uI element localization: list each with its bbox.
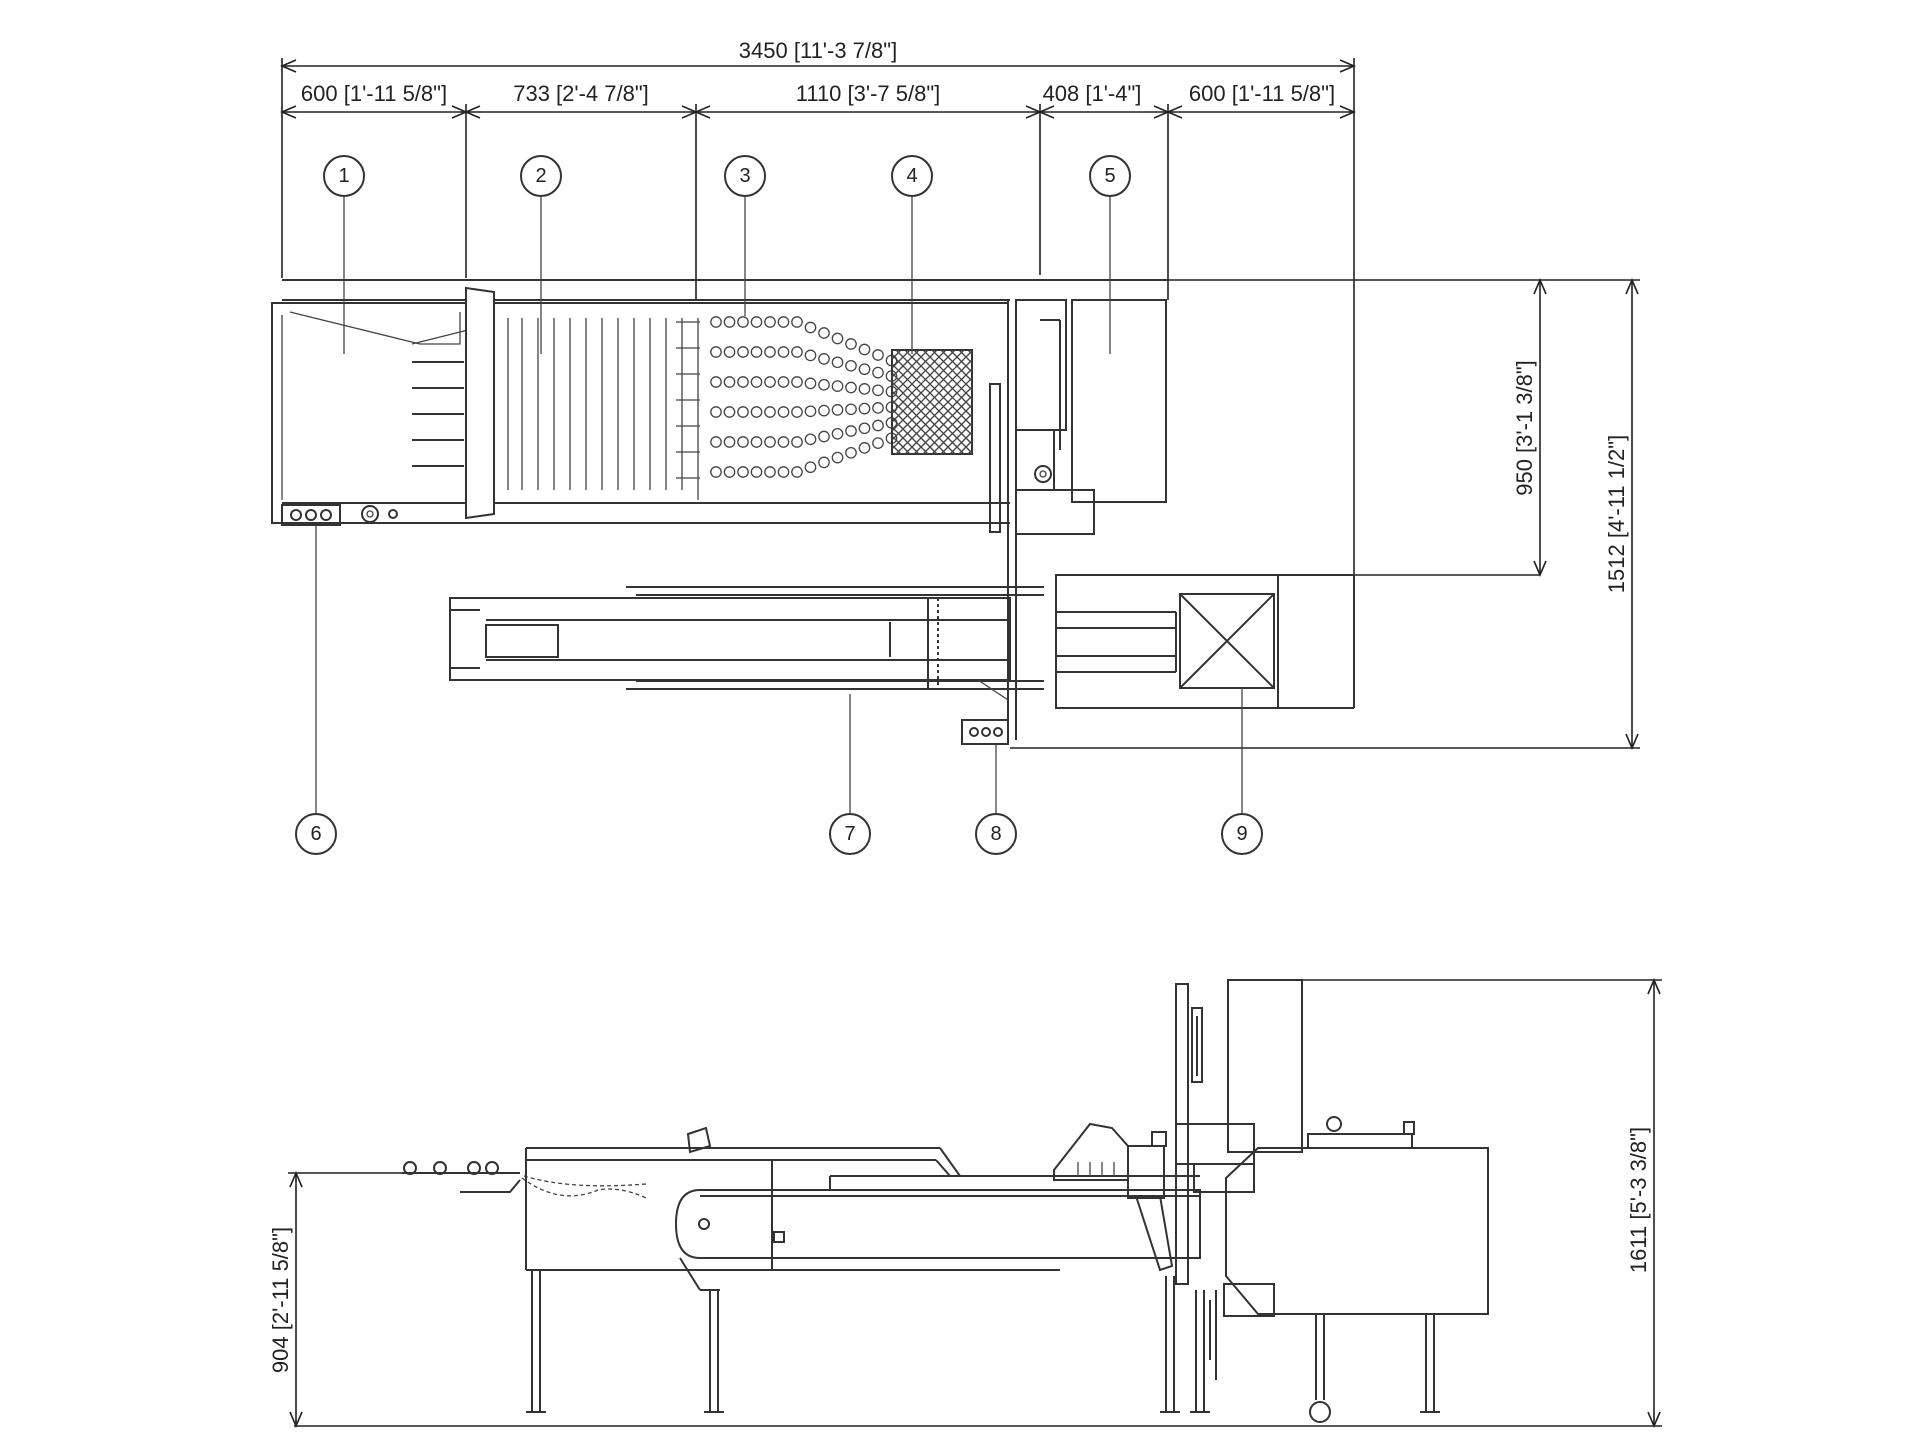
control-panel-left bbox=[281, 504, 398, 526]
segment-2-label: 733 [2'-4 7/8"] bbox=[513, 81, 649, 106]
callout-2: 2 bbox=[520, 155, 562, 197]
accumulation-grid bbox=[891, 349, 973, 455]
height-infeed-label: 904 [2'-11 5/8"] bbox=[268, 1227, 293, 1373]
callout-1: 1 bbox=[323, 155, 365, 197]
infeed-products bbox=[402, 1161, 647, 1199]
machine-legs bbox=[526, 1270, 1440, 1423]
converging-lanes bbox=[676, 321, 700, 479]
height-total-label: 1611 [5'-3 3/8"] bbox=[1626, 1127, 1651, 1273]
control-panel-right bbox=[961, 719, 1009, 745]
callout-6: 6 bbox=[295, 813, 337, 855]
top-dimension-lines bbox=[279, 58, 1357, 575]
svg-text:4: 4 bbox=[906, 165, 917, 187]
transfer-unit bbox=[989, 299, 1095, 740]
lane-dividers bbox=[507, 318, 699, 500]
overall-width-label: 3450 [11'-3 7/8"] bbox=[739, 38, 897, 63]
svg-text:8: 8 bbox=[990, 823, 1001, 845]
callout-4: 4 bbox=[891, 155, 933, 197]
case-packer bbox=[1209, 1116, 1489, 1380]
discharge-head bbox=[1053, 979, 1303, 1285]
product-rows bbox=[710, 316, 898, 478]
callout-3: 3 bbox=[724, 155, 766, 197]
callout-leaders bbox=[315, 197, 1243, 816]
machine-frame bbox=[525, 1126, 1060, 1271]
guide-plate bbox=[465, 286, 495, 520]
depth-main-label: 950 [3'-1 3/8"] bbox=[1512, 360, 1537, 496]
return-conveyor bbox=[449, 586, 1044, 701]
callout-8: 8 bbox=[975, 813, 1017, 855]
height-dimension-lines bbox=[288, 977, 1662, 1429]
case-station bbox=[1055, 574, 1355, 709]
svg-text:7: 7 bbox=[844, 823, 855, 845]
svg-text:2: 2 bbox=[535, 165, 546, 187]
svg-text:3: 3 bbox=[739, 165, 750, 187]
plan-view: 3450 [11'-3 7/8"] 600 [1'-11 5/8"] 733 [… bbox=[271, 38, 1640, 855]
depth-dimension-lines bbox=[1010, 277, 1640, 751]
side-conveyor bbox=[674, 1175, 1201, 1291]
svg-text:1: 1 bbox=[338, 165, 349, 187]
callout-5: 5 bbox=[1089, 155, 1131, 197]
svg-text:6: 6 bbox=[310, 823, 321, 845]
callout-7: 7 bbox=[829, 813, 871, 855]
segment-3-label: 1110 [3'-7 5/8"] bbox=[796, 81, 941, 106]
svg-text:9: 9 bbox=[1236, 823, 1247, 845]
main-conveyor-outline bbox=[271, 279, 1168, 524]
side-elevation-view: 904 [2'-11 5/8"] 1611 [5'-3 3/8"] bbox=[268, 977, 1662, 1429]
infeed-section bbox=[289, 311, 469, 467]
discharge-module bbox=[1071, 299, 1167, 503]
segment-4-label: 408 [1'-4"] bbox=[1043, 81, 1142, 106]
segment-1-label: 600 [1'-11 5/8"] bbox=[301, 81, 447, 106]
depth-total-label: 1512 [4'-11 1/2"] bbox=[1604, 435, 1629, 593]
callout-9: 9 bbox=[1221, 813, 1263, 855]
svg-text:5: 5 bbox=[1104, 165, 1115, 187]
segment-5-label: 600 [1'-11 5/8"] bbox=[1189, 81, 1335, 106]
